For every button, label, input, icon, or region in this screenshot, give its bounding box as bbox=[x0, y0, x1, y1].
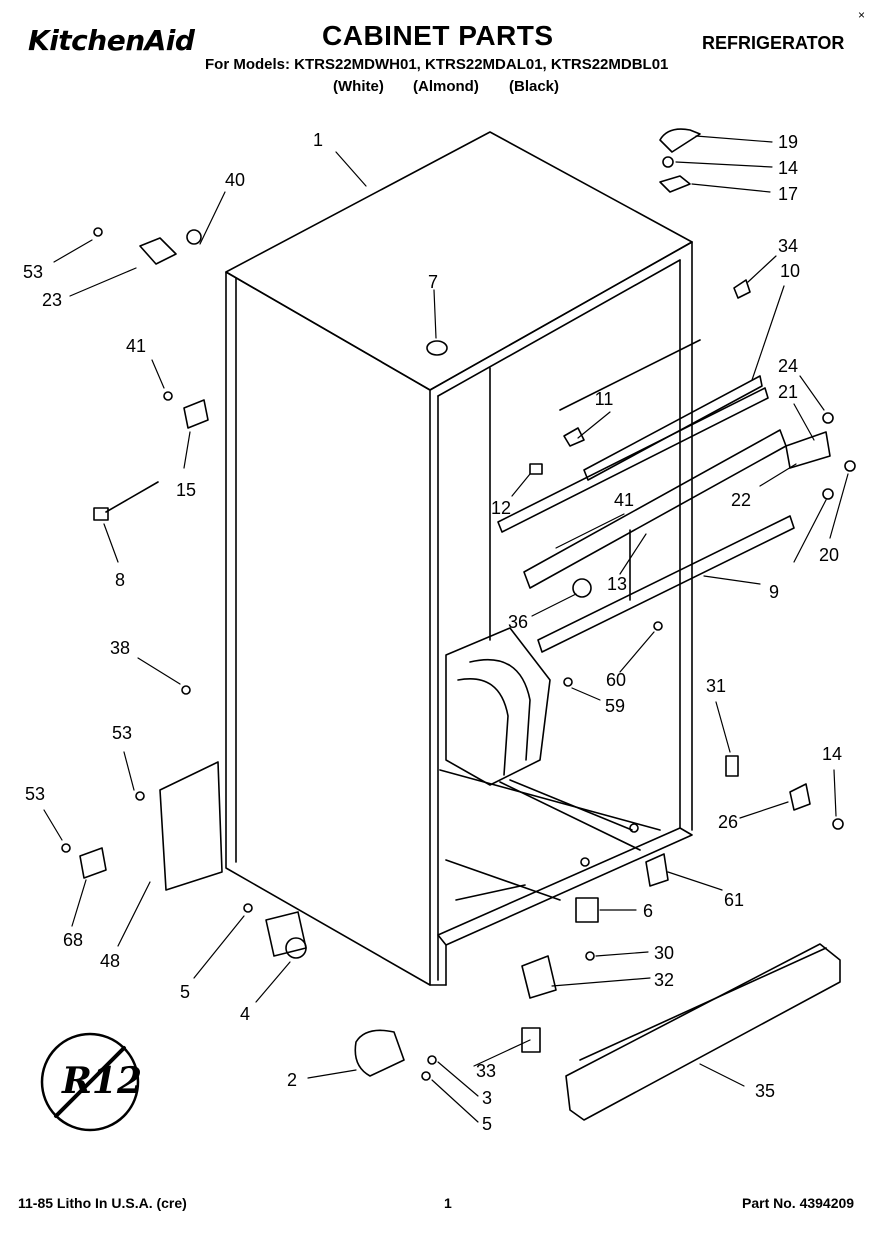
corner-mark: × bbox=[858, 8, 866, 22]
callout-label: 53 bbox=[22, 262, 44, 282]
callout-label: 53 bbox=[24, 784, 46, 804]
callout-label: 59 bbox=[604, 696, 626, 716]
callout-label: 30 bbox=[653, 943, 675, 963]
callout-label: 34 bbox=[777, 236, 799, 256]
callout-label: 14 bbox=[821, 744, 843, 764]
brand-logo: KitchenAid bbox=[28, 24, 195, 57]
color-almond: (Almond) bbox=[413, 78, 479, 95]
appliance-type: REFRIGERATOR bbox=[702, 33, 845, 53]
footer-print-info: 11-85 Litho In U.S.A. (cre) bbox=[18, 1195, 187, 1211]
callout-label: 23 bbox=[41, 290, 63, 310]
callout-label: 15 bbox=[175, 480, 197, 500]
leader-lines bbox=[43, 135, 849, 1123]
callout-label: 35 bbox=[754, 1081, 776, 1101]
callout-label: 61 bbox=[723, 890, 745, 910]
callout-label: 3 bbox=[481, 1088, 493, 1108]
callout-label: 14 bbox=[777, 158, 799, 178]
part-number: Part No. 4394209 bbox=[742, 1195, 855, 1211]
callout-label: 41 bbox=[125, 336, 147, 356]
r12-badge-graphic bbox=[40, 1032, 140, 1132]
callout-label: 17 bbox=[777, 184, 799, 204]
callout-label: 21 bbox=[777, 382, 799, 402]
small-parts bbox=[61, 128, 856, 1121]
callout-label: 11 bbox=[594, 389, 614, 409]
callout-label: 38 bbox=[109, 638, 131, 658]
callout-label: 4 bbox=[239, 1004, 251, 1024]
callout-label: 26 bbox=[717, 812, 739, 832]
callout-label: 6 bbox=[642, 901, 654, 921]
callout-label: 68 bbox=[62, 930, 84, 950]
callout-label: 31 bbox=[705, 676, 727, 696]
callout-label: 36 bbox=[507, 612, 529, 632]
callout-label: 41 bbox=[613, 490, 635, 510]
callout-label: 12 bbox=[490, 498, 512, 518]
callout-label: 53 bbox=[111, 723, 133, 743]
page-number: 1 bbox=[444, 1195, 452, 1211]
callout-label: 40 bbox=[224, 170, 246, 190]
callout-label: 1 bbox=[312, 130, 324, 150]
callout-label: 5 bbox=[481, 1114, 493, 1134]
color-black: (Black) bbox=[509, 78, 560, 95]
callout-label: 10 bbox=[779, 261, 801, 281]
callout-label: 9 bbox=[768, 582, 780, 602]
callout-label: 7 bbox=[427, 272, 439, 292]
callout-label: 13 bbox=[606, 574, 628, 594]
callout-label: 5 bbox=[179, 982, 191, 1002]
model-list: For Models: KTRS22MDWH01, KTRS22MDAL01, … bbox=[205, 56, 669, 73]
page-title: CABINET PARTS bbox=[322, 20, 554, 51]
callout-label: 20 bbox=[818, 545, 840, 565]
callout-label: 19 bbox=[777, 132, 799, 152]
color-white: (White) bbox=[333, 78, 384, 95]
callout-label: 32 bbox=[653, 970, 675, 990]
cabinet-shell bbox=[225, 131, 693, 986]
callout-label: 8 bbox=[114, 570, 126, 590]
callout-label: 60 bbox=[605, 670, 627, 690]
callout-label: 2 bbox=[286, 1070, 298, 1090]
compressor-hump bbox=[439, 627, 661, 901]
callout-label: 33 bbox=[475, 1061, 497, 1081]
callout-label: 48 bbox=[99, 951, 121, 971]
callout-label: 24 bbox=[777, 356, 799, 376]
callout-label: 22 bbox=[730, 490, 752, 510]
r12-badge-text: R12 bbox=[62, 1060, 143, 1102]
